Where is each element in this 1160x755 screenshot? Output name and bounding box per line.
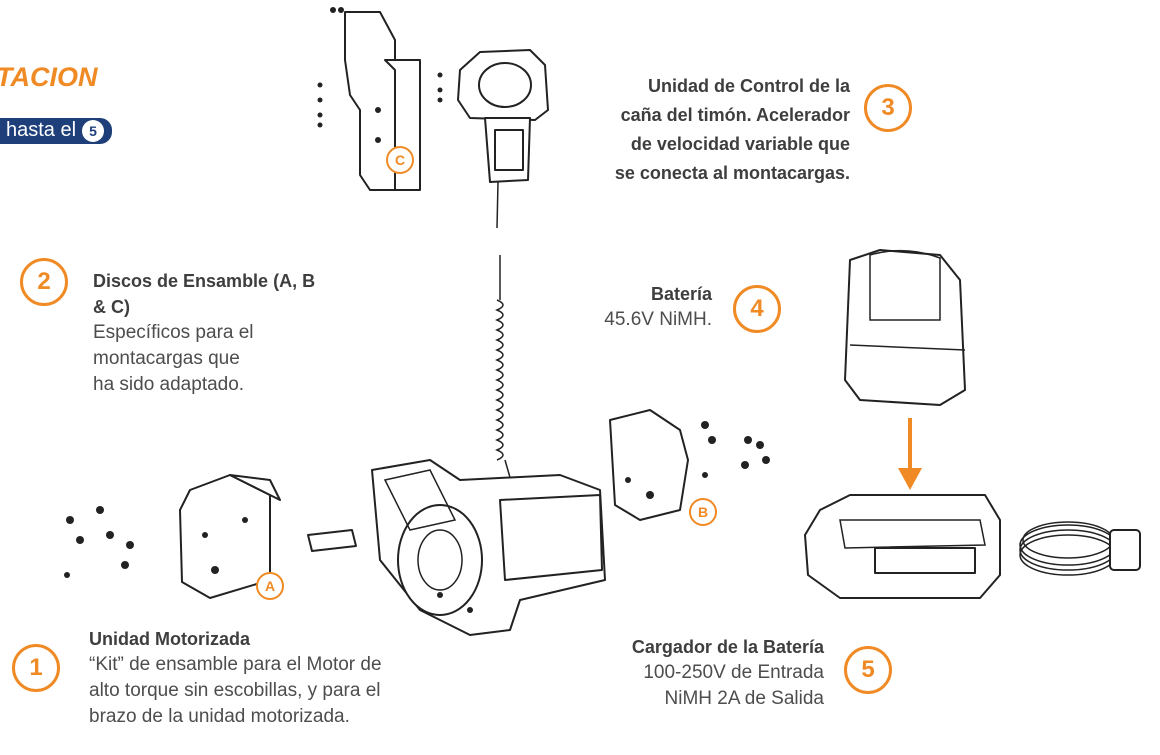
plate-a-illustration <box>64 474 281 599</box>
item-4-number: 4 <box>733 285 781 333</box>
item-5-line: NiMH 2A de Salida <box>664 688 824 709</box>
item-3-description: Unidad de Control de la caña del timón. … <box>550 72 850 188</box>
battery-illustration <box>844 249 966 406</box>
plate-b-illustration <box>609 409 770 521</box>
item-1-line: alto torque sin escobillas, y para el <box>89 680 381 701</box>
item-3-line: se conecta al montacargas. <box>614 163 850 183</box>
item-2-title: Discos de Ensamble (A, B & C) <box>93 271 316 317</box>
item-4-line: 45.6V NiMH. <box>604 309 712 330</box>
item-1-description: Unidad Motorizada “Kit” de ensamble para… <box>89 626 389 730</box>
item-2-line: Específicos para el montacargas que <box>93 322 254 369</box>
item-1-title: Unidad Motorizada <box>89 629 250 649</box>
step-pill: hasta el 5 <box>0 118 113 144</box>
item-2-line: ha sido adaptado. <box>93 374 245 395</box>
item-3-line: caña del timón. Acelerador <box>620 105 850 125</box>
item-4-description: Batería 45.6V NiMH. <box>560 281 712 333</box>
item-1-line: brazo de la unidad motorizada. <box>89 706 350 727</box>
plate-c-illustration <box>317 7 443 191</box>
item-5-number: 5 <box>844 646 892 694</box>
plate-a-label: A <box>256 572 284 600</box>
plate-b-label: B <box>689 498 717 526</box>
charger-illustration <box>804 494 1001 599</box>
item-1-line: “Kit” de ensamble para el Motor de <box>89 654 382 675</box>
item-5-title: Cargador de la Batería <box>631 637 824 657</box>
item-2-description: Discos de Ensamble (A, B & C) Específico… <box>93 268 333 398</box>
item-2-number: 2 <box>20 258 68 306</box>
rod-illustration <box>307 529 357 552</box>
tiller-control-illustration <box>457 49 549 229</box>
item-1-number: 1 <box>12 644 60 692</box>
item-3-line: Unidad de Control de la <box>647 76 850 96</box>
item-5-line: 100-250V de Entrada <box>643 662 824 683</box>
coiled-cable-illustration <box>495 255 516 496</box>
section-title: TACION <box>0 62 98 92</box>
item-5-description: Cargador de la Batería 100-250V de Entra… <box>560 634 824 712</box>
plate-c-label: C <box>386 146 414 174</box>
item-3-number: 3 <box>864 84 912 132</box>
motor-unit-illustration <box>371 459 606 636</box>
arrow-down-icon <box>898 418 922 490</box>
item-4-title: Batería <box>650 284 712 304</box>
power-cord-illustration <box>1019 521 1141 576</box>
item-3-line: de velocidad variable que <box>630 134 850 154</box>
step-pill-number: 5 <box>82 119 105 142</box>
step-pill-text: hasta el <box>6 119 77 141</box>
